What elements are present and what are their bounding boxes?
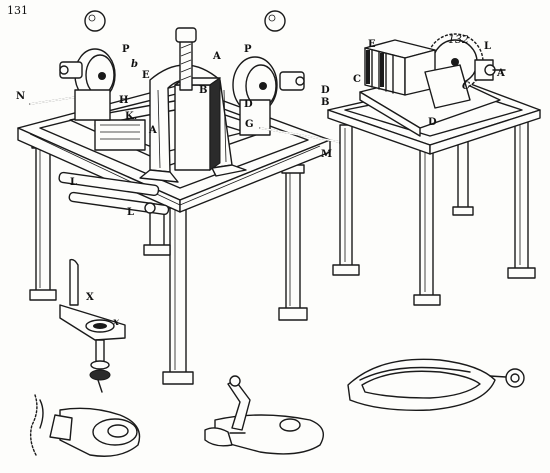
tool-bottom-middle [204,375,324,455]
label-c-2: C [462,81,470,92]
label-d-r2: D [428,117,437,128]
label-g: G [245,119,254,130]
label-x-lower: x [113,317,119,328]
press-rails [58,171,170,216]
label-d-mid: D [244,99,253,110]
tool-bottom-right [347,358,525,411]
tool-bottom-left [29,394,141,457]
tool-x-gauge [59,258,126,393]
label-e-right: E [368,39,376,50]
label-h: H [119,95,129,106]
cutting-table [327,33,541,306]
label-d-r1: D [321,85,330,96]
stacked-blocks [364,39,436,96]
figure-number-131: 131 [7,4,28,17]
label-x-upper: X [86,292,94,303]
label-n: N [16,91,26,102]
label-b-mid: B [199,85,208,96]
press-screw-handle [84,10,286,91]
label-b-r1: B [321,97,330,108]
label-l-1: L [70,177,78,188]
label-a-top: A [213,51,221,62]
label-b-small: b [131,59,138,70]
press-left-wheel [29,48,116,121]
label-e-left: E [142,70,150,81]
label-k: K. [125,111,138,122]
label-a-low: A [149,125,157,136]
label-p-right: P [244,44,252,55]
label-c-1: C [353,74,361,85]
label-a-right: A [497,68,505,79]
label-l-right: L [484,41,492,52]
label-p-left: P [122,44,130,55]
figure-number-132: 132 [448,33,469,46]
press-machine [17,10,351,385]
label-l-2: L [127,207,135,218]
label-m: M [321,149,333,160]
press-platen [174,77,221,171]
